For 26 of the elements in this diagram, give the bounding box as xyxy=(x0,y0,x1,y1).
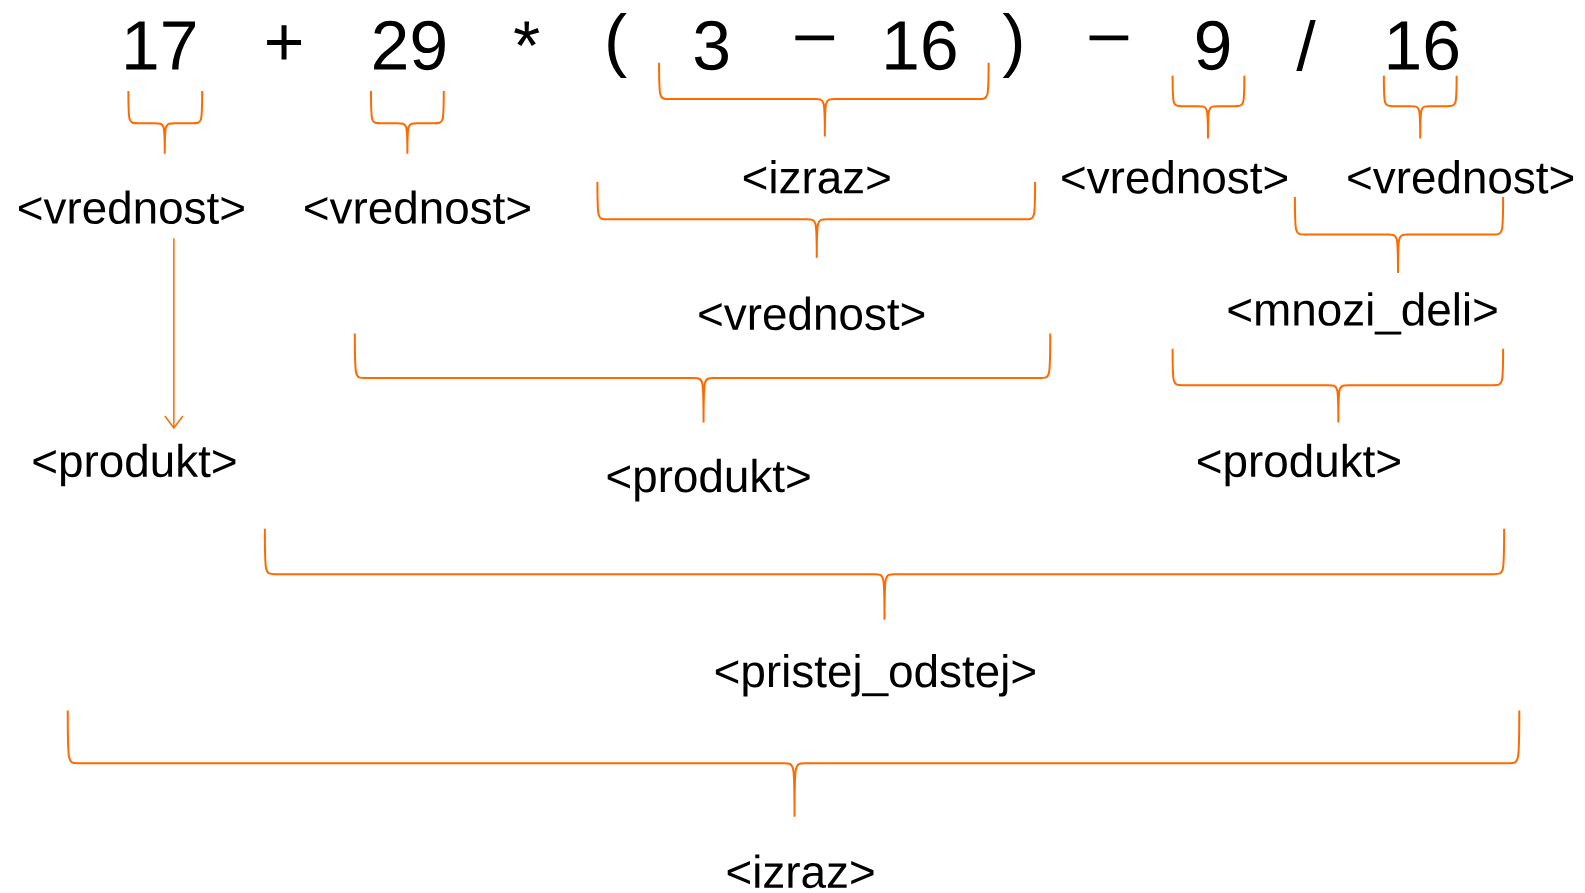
expression-token: 29 xyxy=(374,21,445,71)
grammar-symbol: <vrednost> xyxy=(1062,160,1287,194)
expression-token: + xyxy=(267,25,301,60)
grammar-symbol: <vrednost> xyxy=(1348,160,1574,194)
grammar-symbol: <produkt> xyxy=(33,443,236,487)
expression-token: 9 xyxy=(1196,21,1230,71)
expression-token: 17 xyxy=(126,21,195,70)
grammar-symbol: <vrednost> xyxy=(305,190,530,225)
arrow xyxy=(164,237,184,430)
expression-token: – xyxy=(1089,35,1129,41)
grammar-symbol: <produkt> xyxy=(607,459,810,502)
grammar-symbol: <izraz> xyxy=(743,160,890,194)
expression-token: – xyxy=(795,35,835,41)
expression-token: ) xyxy=(1002,13,1022,79)
expression-token: 16 xyxy=(886,21,956,71)
grammar-symbol: <mnozi_deli> xyxy=(1228,292,1497,335)
grammar-symbol: <pristej_odstej> xyxy=(715,654,1035,697)
grammar-symbol: <izraz> xyxy=(727,854,874,889)
grammar-symbol: <vrednost> xyxy=(699,296,925,331)
expression-token: 3 xyxy=(694,21,728,71)
grammar-symbol: <vrednost> xyxy=(19,190,244,225)
expression-token: / xyxy=(1296,20,1316,72)
expression-token: ( xyxy=(608,13,627,79)
expression-token: 16 xyxy=(1388,21,1458,71)
grammar-symbol: <produkt> xyxy=(1198,443,1400,487)
expression-token: * xyxy=(514,21,540,47)
